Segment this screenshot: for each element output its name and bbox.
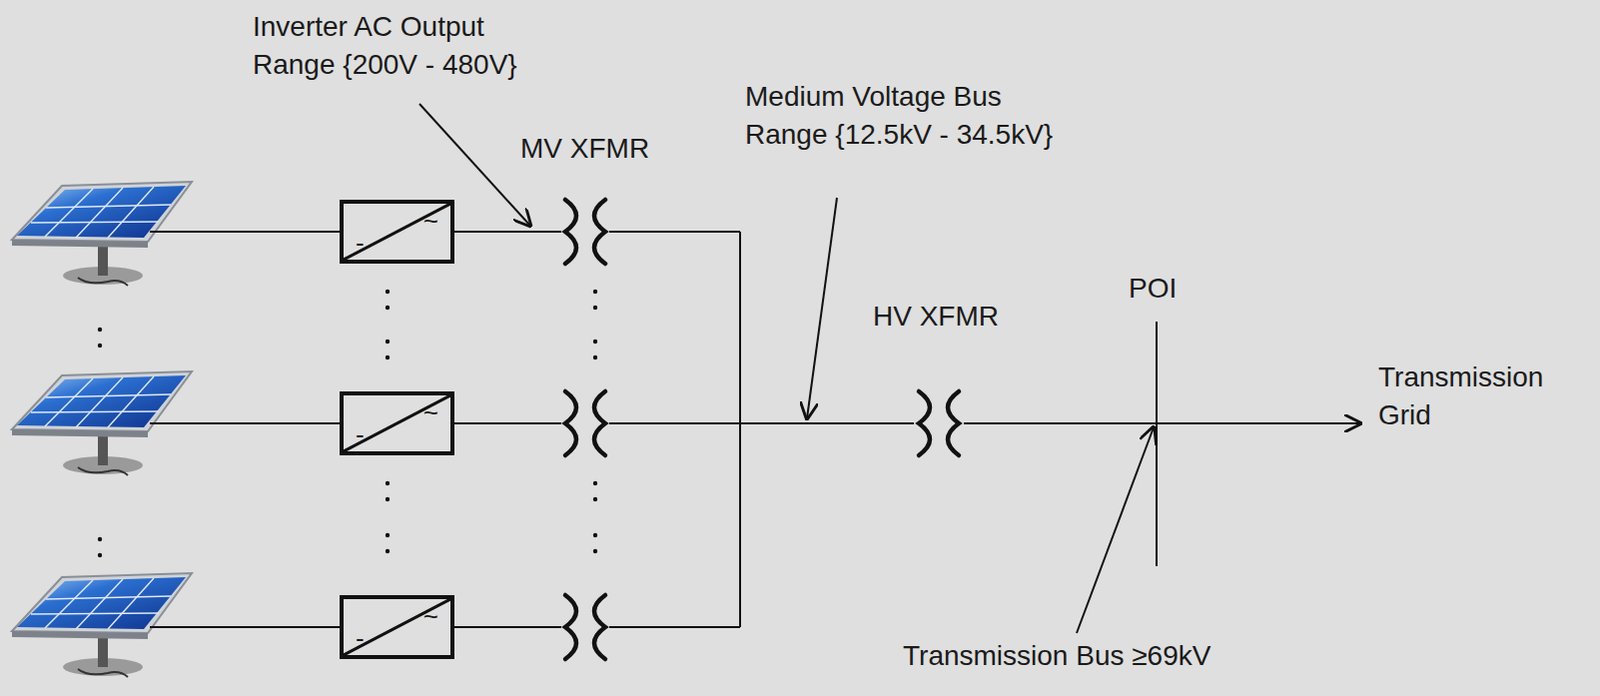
inverter-box: -~ xyxy=(339,595,455,660)
callout-label: Transmission Grid xyxy=(1378,358,1591,435)
inverter-box: -~ xyxy=(339,199,455,264)
dc-symbol: - xyxy=(355,625,365,652)
transformer-symbol xyxy=(565,199,606,264)
dc-symbol: - xyxy=(355,421,365,448)
callout-label: POI xyxy=(1128,269,1177,308)
inverter-box: -~ xyxy=(339,391,455,456)
callout-label: HV XFMR xyxy=(872,297,999,336)
callout-label: Transmission Bus ≥69kV xyxy=(902,637,1211,676)
ac-symbol: ~ xyxy=(423,399,439,426)
callout-label: Inverter AC Output Range {200V - 480V} xyxy=(252,7,553,84)
ac-symbol: ~ xyxy=(423,603,439,630)
callout-label: Medium Voltage Bus Range {12.5kV - 34.5k… xyxy=(745,77,1075,154)
callout-label: MV XFMR xyxy=(520,129,650,168)
dc-symbol: - xyxy=(355,229,365,256)
ac-symbol: ~ xyxy=(423,207,439,234)
